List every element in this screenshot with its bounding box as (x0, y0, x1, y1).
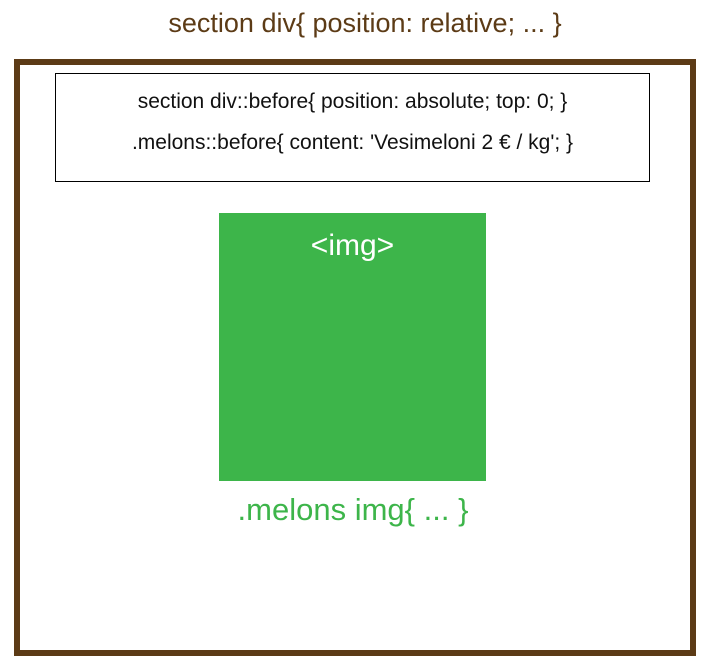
image-rule-caption: .melons img{ ... } (237, 492, 469, 527)
section-div-box (14, 59, 696, 656)
image-placeholder: <img> (219, 213, 486, 481)
image-tag-label: <img> (310, 229, 395, 262)
melons-before-rule-line: .melons::before{ content: 'Vesimeloni 2 … (131, 131, 574, 154)
section-div-label: section div{ position: relative; ... } (168, 8, 562, 38)
before-rule-line: section div::before{ position: absolute;… (137, 90, 568, 113)
pseudo-before-box: section div::before{ position: absolute;… (55, 73, 650, 182)
